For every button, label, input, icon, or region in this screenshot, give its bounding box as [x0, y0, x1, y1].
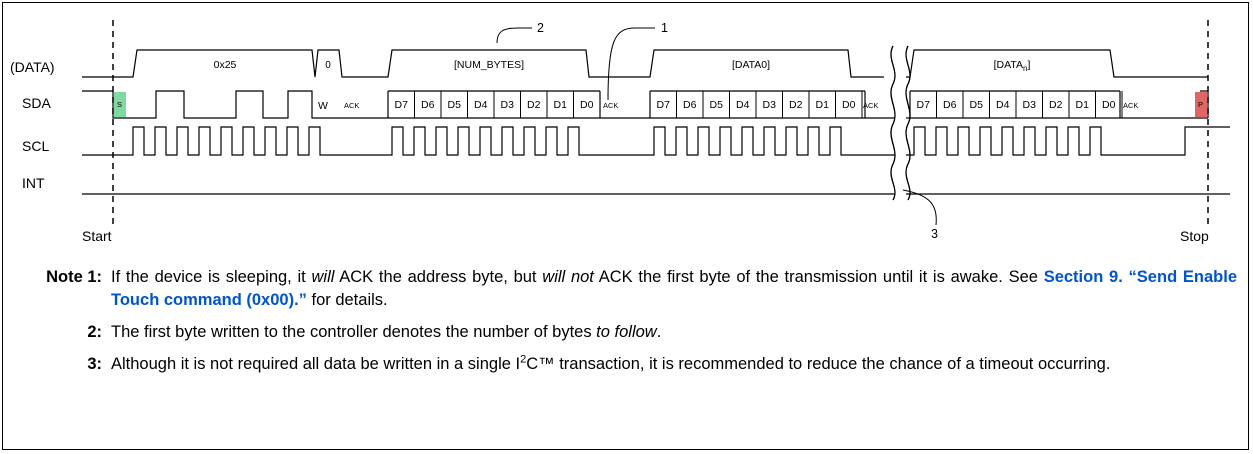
data-bus-line — [82, 49, 1208, 78]
bit-label: D1 — [816, 99, 830, 111]
datan-box-label: [DATAn] — [994, 59, 1031, 73]
bit-label: D2 — [527, 99, 541, 111]
stop-condition-marker — [1195, 92, 1207, 117]
stop-condition-label: P — [1198, 100, 1203, 109]
bit-label: D4 — [474, 99, 488, 111]
callout-1: 1 — [661, 21, 668, 35]
address-box-label: 0x25 — [214, 59, 237, 71]
rw-box-label: 0 — [325, 60, 331, 71]
note-1-label: Note 1: — [46, 268, 102, 286]
ack-label: ACK — [603, 101, 618, 110]
scl-line — [82, 126, 1230, 156]
bit-label: D3 — [1023, 99, 1037, 111]
bit-label: D5 — [970, 99, 984, 111]
note-2: 2: The first byte written to the control… — [42, 321, 1237, 344]
bit-label: D3 — [763, 99, 777, 111]
notes-section: Note 1: If the device is sleeping, it wi… — [42, 266, 1237, 385]
timing-diagram: (DATA) SDA SCL INT Start Stop 0x25 0 [NU… — [10, 20, 1230, 244]
bit-label: D1 — [1076, 99, 1090, 111]
note-2-text: The first byte written to the controller… — [111, 323, 662, 341]
scl-signal-label: SCL — [22, 138, 49, 154]
bit-label: D5 — [710, 99, 724, 111]
bit-label: D6 — [421, 99, 435, 111]
bit-label: D0 — [580, 99, 594, 111]
stop-label: Stop — [1180, 228, 1209, 244]
bit-label: D3 — [501, 99, 515, 111]
data-signal-label: (DATA) — [10, 59, 55, 75]
bit-label: D4 — [736, 99, 750, 111]
data0-box-label: [DATA0] — [732, 59, 770, 71]
bit-label: D0 — [842, 99, 856, 111]
start-label: Start — [82, 228, 112, 244]
bit-label: D6 — [683, 99, 697, 111]
note-3-label: 3: — [87, 355, 102, 373]
bit-label: D1 — [554, 99, 568, 111]
ack-label: ACK — [344, 101, 359, 110]
bit-label: D7 — [917, 99, 931, 111]
callout-3: 3 — [931, 227, 938, 241]
start-condition-marker — [114, 92, 126, 117]
num-bytes-box-label: [NUM_BYTES] — [454, 59, 524, 71]
bit-label: D5 — [448, 99, 462, 111]
bit-label: D6 — [943, 99, 957, 111]
note-1: Note 1: If the device is sleeping, it wi… — [42, 266, 1237, 312]
bit-label: D0 — [1102, 99, 1116, 111]
note-3-text: Although it is not required all data be … — [111, 353, 1111, 373]
sda-line — [82, 91, 910, 118]
start-condition-label: S — [117, 100, 122, 109]
bit-label: D2 — [1049, 99, 1063, 111]
callout-3-leader — [902, 189, 937, 226]
callout-1-leader — [607, 27, 655, 101]
callout-2: 2 — [537, 21, 544, 35]
section-9-link[interactable]: Section 9. “Send Enable Touch command (0… — [111, 268, 1237, 309]
bit-label: D4 — [996, 99, 1010, 111]
note-1-text: If the device is sleeping, it will ACK t… — [111, 268, 1237, 309]
note-3: 3: Although it is not required all data … — [42, 353, 1237, 376]
callout-2-leader — [496, 27, 532, 44]
ack-label: ACK — [863, 101, 878, 110]
ack-label: ACK — [1123, 101, 1138, 110]
bit-label: D7 — [657, 99, 671, 111]
int-signal-label: INT — [22, 175, 45, 191]
bit-label: D7 — [395, 99, 409, 111]
write-bit-label: W — [318, 100, 328, 112]
bit-label: D2 — [789, 99, 803, 111]
sda-signal-label: SDA — [22, 95, 51, 111]
sda-bit-cells: D7 D6 D5 D4 D3 D2 D1 D0 D7 D6 D5 D4 D3 D2 D1 D0 D7 D6 D5 D4… — [387, 91, 1123, 118]
note-2-label: 2: — [87, 323, 102, 341]
